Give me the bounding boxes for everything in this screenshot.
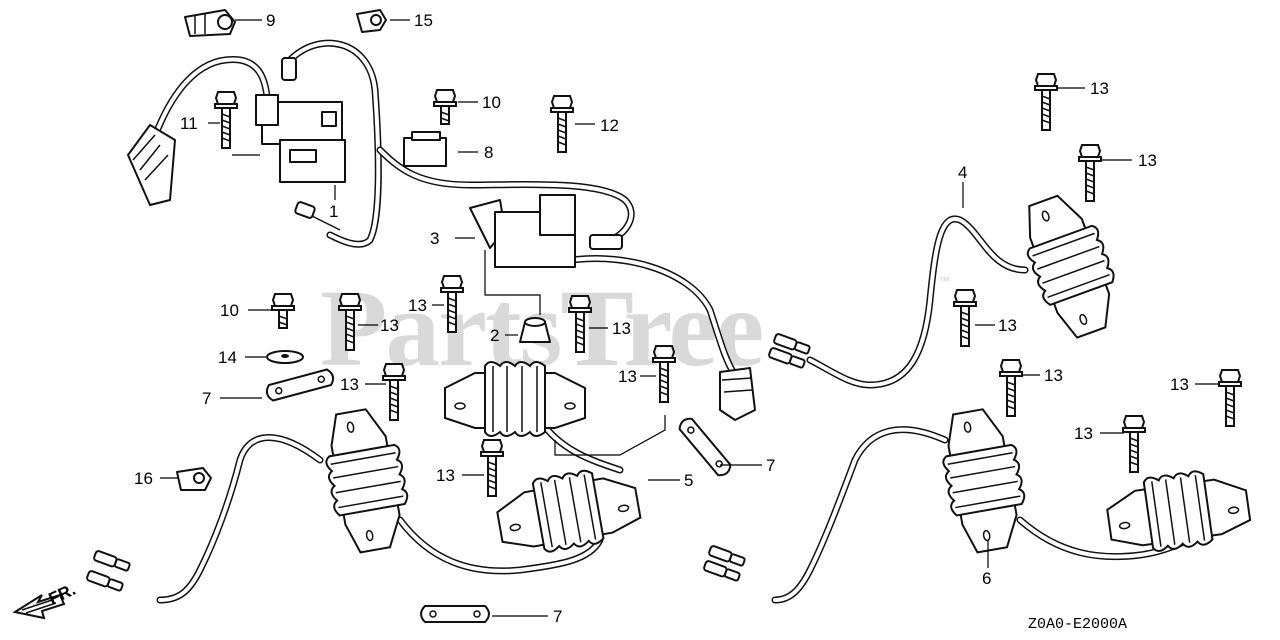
- callout-13-h: 13: [1138, 151, 1157, 170]
- callout-13-b: 13: [340, 375, 359, 394]
- callout-13-f: 13: [436, 466, 455, 485]
- connector-8: [376, 131, 635, 244]
- bolt-13-g: [1034, 73, 1058, 131]
- plate-7-mid: [676, 414, 734, 480]
- callout-1: 1: [329, 202, 338, 221]
- plate-7-left: [264, 367, 336, 403]
- callout-15: 15: [414, 11, 433, 30]
- callout-13-l: 13: [1074, 424, 1093, 443]
- callout-6: 6: [982, 569, 991, 588]
- callout-13-d: 13: [612, 319, 631, 338]
- exciter-coil-6-assembly: [702, 403, 1254, 604]
- wire-clamp-9: [184, 9, 236, 37]
- callout-9: 9: [266, 11, 275, 30]
- callout-14: 14: [218, 348, 237, 367]
- callout-13-a: 13: [380, 316, 399, 335]
- charge-coil-4: [767, 185, 1131, 389]
- front-direction-arrow-icon: [12, 593, 66, 620]
- callout-10-top: 10: [482, 93, 501, 112]
- callout-5: 5: [684, 471, 693, 490]
- bolt-10-top: [433, 89, 457, 125]
- bolt-13-k: [1218, 369, 1242, 427]
- callout-12: 12: [600, 116, 619, 135]
- callout-13-c: 13: [408, 296, 427, 315]
- bolt-10-left: [271, 293, 295, 329]
- callout-4: 4: [958, 163, 967, 182]
- bolt-13-l: [1122, 415, 1146, 473]
- bolt-13-j: [999, 359, 1023, 417]
- clip-15: [356, 9, 387, 33]
- callout-10-left: 10: [220, 301, 239, 320]
- callout-7-mid: 7: [766, 456, 775, 475]
- callout-16: 16: [134, 469, 153, 488]
- callout-13-g: 13: [1090, 79, 1109, 98]
- connectors-left: [85, 549, 132, 594]
- washer-14: [266, 350, 304, 364]
- bolt-11: [214, 91, 238, 149]
- bolt-12: [550, 95, 574, 153]
- bolt-13-b: [382, 363, 406, 421]
- callout-3: 3: [430, 229, 439, 248]
- callout-11: 11: [180, 114, 198, 133]
- callout-13-j: 13: [1044, 366, 1063, 385]
- bolt-13-f: [480, 439, 504, 497]
- bolt-13-h: [1078, 144, 1102, 202]
- plate-7-bottom: [420, 605, 490, 623]
- callout-13-e: 13: [618, 367, 637, 386]
- bolt-13-i: [953, 289, 977, 347]
- exciter-coil-5-assembly: [156, 361, 645, 604]
- callout-13-i: 13: [998, 316, 1017, 335]
- drawing-code: Z0A0-E2000A: [1028, 616, 1127, 633]
- ignition-coil-3: [469, 194, 756, 421]
- callout-13-k: 13: [1170, 375, 1189, 394]
- watermark-tm: ™: [938, 274, 950, 288]
- ignition-coil-1: [127, 39, 382, 248]
- callout-7-bottom: 7: [553, 607, 562, 626]
- grommet-2: [519, 317, 551, 343]
- callout-8: 8: [484, 143, 493, 162]
- clip-16: [176, 467, 212, 491]
- callout-2: 2: [490, 326, 499, 345]
- callout-7-left: 7: [202, 389, 211, 408]
